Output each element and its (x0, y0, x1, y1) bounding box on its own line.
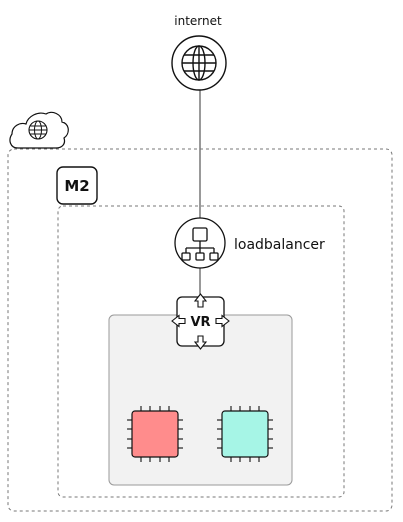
router-label: VR (190, 315, 210, 330)
router-arrows (171, 293, 230, 350)
instance-2-body (221, 410, 269, 458)
instance-1-chip-icon (127, 406, 183, 462)
zone-badge: M2 (56, 166, 98, 205)
loadbalancer-node: loadbalancer (174, 217, 325, 269)
internet-label: internet (174, 14, 222, 28)
instance-2-chip-icon (217, 406, 273, 462)
zone-region (57, 205, 345, 498)
outer-region (7, 148, 393, 512)
instances-group (127, 406, 273, 462)
loadbalancer-label: loadbalancer (234, 237, 325, 253)
zone-label: M2 (64, 177, 89, 195)
globe-icon (171, 35, 227, 91)
internet-node: internet (171, 14, 227, 91)
instance-1-body (131, 410, 179, 458)
network-hierarchy-icon (174, 217, 226, 269)
virtual-router-node: VR (171, 293, 230, 350)
cloud-globe-icon (9, 111, 69, 149)
